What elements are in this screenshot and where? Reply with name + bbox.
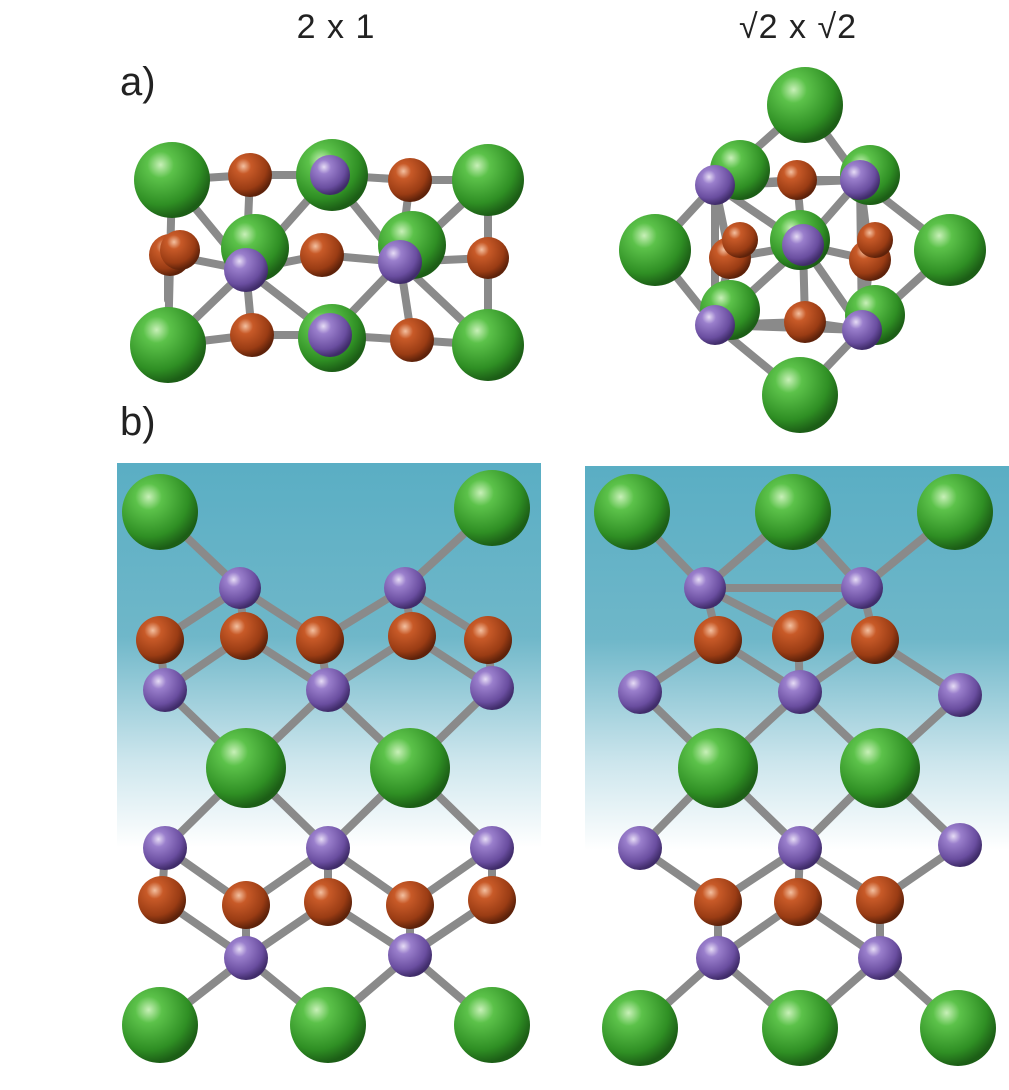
green-atom	[767, 67, 843, 143]
orange-atom	[722, 222, 758, 258]
orange-atom	[467, 237, 509, 279]
orange-atom	[388, 158, 432, 202]
purple-atom	[470, 826, 514, 870]
orange-atom	[222, 881, 270, 929]
column-title-2x1: 2 x 1	[296, 8, 376, 46]
purple-atom	[842, 310, 882, 350]
column-title-sqrt2: √2 x √2	[738, 8, 858, 46]
green-atom	[914, 214, 986, 286]
purple-atom	[778, 670, 822, 714]
green-atom	[594, 474, 670, 550]
green-atom	[920, 990, 996, 1066]
green-atom	[452, 144, 524, 216]
green-atom	[454, 987, 530, 1063]
green-atom	[130, 307, 206, 383]
orange-atom	[296, 616, 344, 664]
green-atom	[619, 214, 691, 286]
orange-atom	[136, 616, 184, 664]
purple-atom	[618, 670, 662, 714]
green-atom	[122, 474, 198, 550]
orange-atom	[304, 878, 352, 926]
orange-atom	[777, 160, 817, 200]
purple-atom	[778, 826, 822, 870]
purple-atom	[684, 567, 726, 609]
panel-label-a: a)	[120, 60, 156, 104]
orange-atom	[300, 233, 344, 277]
orange-atom	[857, 222, 893, 258]
purple-atom	[858, 936, 902, 980]
purple-atom	[306, 826, 350, 870]
orange-atom	[694, 878, 742, 926]
orange-atom	[694, 616, 742, 664]
orange-atom	[388, 612, 436, 660]
purple-atom	[224, 248, 268, 292]
green-atom	[602, 990, 678, 1066]
green-atom	[452, 309, 524, 381]
purple-atom	[782, 224, 824, 266]
orange-atom	[784, 301, 826, 343]
purple-atom	[695, 165, 735, 205]
orange-atom	[774, 878, 822, 926]
orange-atom	[772, 610, 824, 662]
purple-atom	[388, 933, 432, 977]
orange-atom	[468, 876, 516, 924]
green-atom	[290, 987, 366, 1063]
orange-atom	[138, 876, 186, 924]
purple-atom	[938, 673, 982, 717]
purple-atom	[938, 823, 982, 867]
green-atom	[917, 474, 993, 550]
orange-atom	[220, 612, 268, 660]
green-atom	[370, 728, 450, 808]
green-atom	[454, 470, 530, 546]
purple-atom	[143, 826, 187, 870]
green-atom	[206, 728, 286, 808]
green-atom	[755, 474, 831, 550]
orange-atom	[386, 881, 434, 929]
orange-atom	[390, 318, 434, 362]
green-atom	[134, 142, 210, 218]
green-atom	[762, 990, 838, 1066]
green-atom	[678, 728, 758, 808]
panel-b-right-background	[585, 466, 1009, 1086]
orange-atom	[464, 616, 512, 664]
purple-atom	[224, 936, 268, 980]
purple-atom	[695, 305, 735, 345]
purple-atom	[696, 936, 740, 980]
green-atom	[122, 987, 198, 1063]
purple-atom	[378, 240, 422, 284]
purple-atom	[308, 313, 352, 357]
orange-atom	[851, 616, 899, 664]
orange-atom	[230, 313, 274, 357]
orange-atom	[856, 876, 904, 924]
purple-atom	[618, 826, 662, 870]
purple-atom	[840, 160, 880, 200]
panel-b-left-background	[117, 463, 541, 1083]
green-atom	[762, 357, 838, 433]
green-atom	[840, 728, 920, 808]
purple-atom	[143, 668, 187, 712]
purple-atom	[841, 567, 883, 609]
purple-atom	[470, 666, 514, 710]
purple-atom	[384, 567, 426, 609]
orange-atom	[228, 153, 272, 197]
purple-atom	[306, 668, 350, 712]
panel-label-b: b)	[120, 400, 156, 444]
orange-atom	[160, 230, 200, 270]
purple-atom	[219, 567, 261, 609]
purple-atom	[310, 155, 350, 195]
